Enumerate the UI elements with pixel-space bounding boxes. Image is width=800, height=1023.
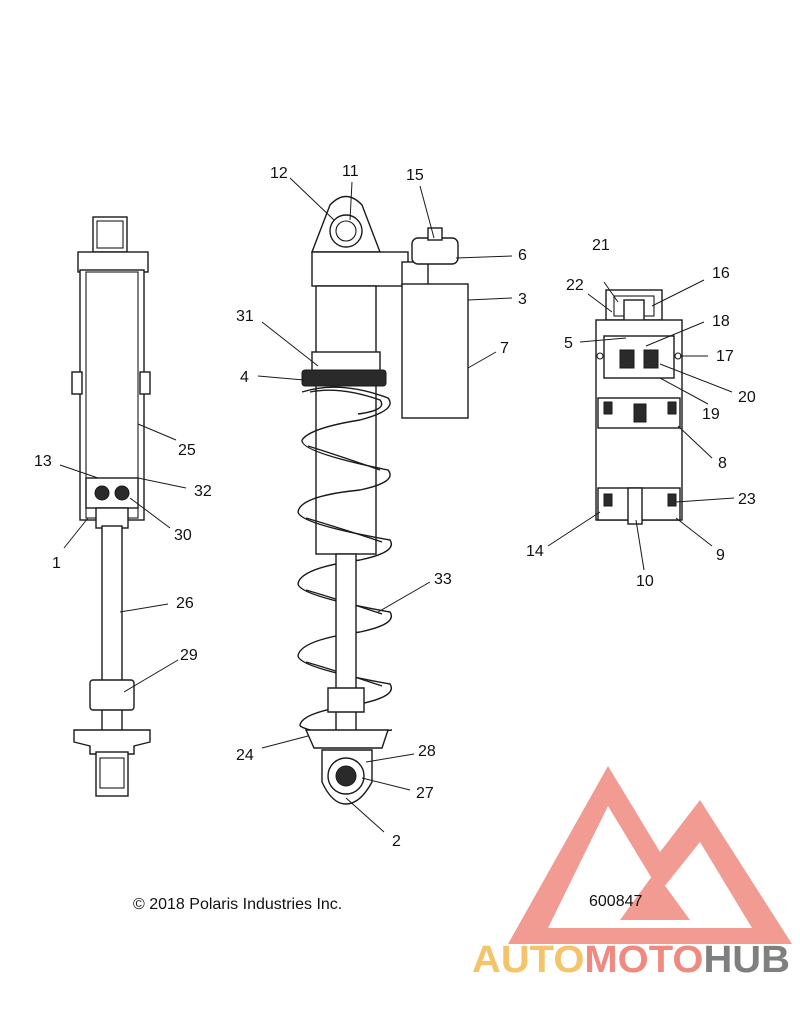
- shock-side-view: [71, 216, 151, 797]
- callout-12: 12: [270, 165, 288, 182]
- callout-17: 17: [716, 348, 734, 365]
- callout-5: 5: [564, 335, 573, 352]
- callout-24: 24: [236, 747, 254, 764]
- callout-4: 4: [240, 369, 249, 386]
- callout-33: 33: [434, 571, 452, 588]
- callout-16: 16: [712, 265, 730, 282]
- callout-25: 25: [178, 442, 196, 459]
- callout-6: 6: [518, 247, 527, 264]
- callout-22: 22: [566, 277, 584, 294]
- callout-13: 13: [34, 453, 52, 470]
- callout-18: 18: [712, 313, 730, 330]
- callout-27: 27: [416, 785, 434, 802]
- callout-26: 26: [176, 595, 194, 612]
- callout-1: 1: [52, 555, 61, 572]
- copyright-text: © 2018 Polaris Industries Inc.: [133, 896, 343, 913]
- watermark-triangle-icon: [508, 766, 792, 944]
- callout-28: 28: [418, 743, 436, 760]
- callout-21: 21: [592, 237, 610, 254]
- callout-31: 31: [236, 308, 254, 325]
- callout-labels: 1 13 25 32 30 26 29 12 11 15 6 3 7 31 4 …: [34, 163, 756, 850]
- callout-15: 15: [406, 167, 424, 184]
- callout-7: 7: [500, 340, 509, 357]
- callout-20: 20: [738, 389, 756, 406]
- callout-30: 30: [174, 527, 192, 544]
- callout-14: 14: [526, 543, 544, 560]
- shock-assembly-view: [297, 195, 469, 805]
- leader-lines: [59, 177, 735, 833]
- callout-23: 23: [738, 491, 756, 508]
- callout-9: 9: [716, 547, 725, 564]
- callout-19: 19: [702, 406, 720, 423]
- callout-11: 11: [342, 163, 359, 180]
- callout-29: 29: [180, 647, 198, 664]
- callout-2: 2: [392, 833, 401, 850]
- reservoir-section-view: [595, 289, 683, 525]
- callout-3: 3: [518, 291, 527, 308]
- callout-8: 8: [718, 455, 727, 472]
- automotohub-watermark-logo: [508, 766, 792, 944]
- callout-32: 32: [194, 483, 212, 500]
- diagram-number: 600847: [589, 893, 643, 910]
- callout-10: 10: [636, 573, 654, 590]
